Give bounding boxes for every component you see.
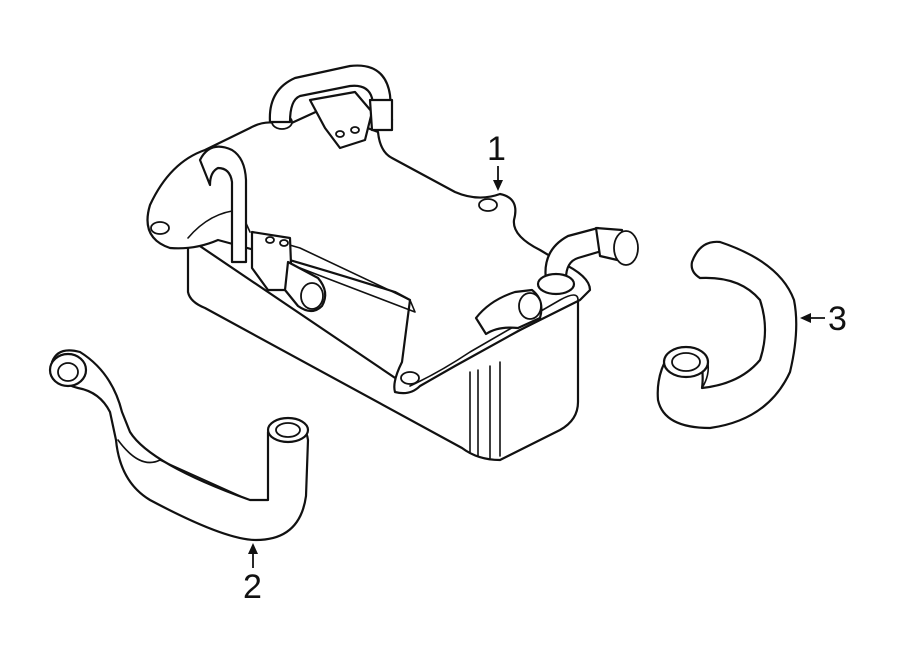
fitting-hole-2 — [279, 239, 289, 247]
callout-3-label: 3 — [828, 300, 847, 338]
mount-hole-left — [150, 221, 170, 235]
callout-1-arrowhead — [493, 180, 503, 191]
lower-hose-crease — [117, 439, 241, 497]
left-port-opening — [300, 282, 324, 310]
cooler-rear-bracket — [308, 90, 374, 150]
rear-bracket-hole-2 — [350, 126, 360, 134]
cooler-rear-tube-end — [368, 98, 394, 132]
lower-hose[interactable] — [48, 349, 310, 542]
right-lower-port-opening — [518, 292, 542, 320]
callout-1-label: 1 — [487, 130, 506, 168]
lower-hose-opening-left — [57, 362, 79, 382]
callout-1: 1 — [487, 130, 506, 191]
right-port-flange — [536, 272, 576, 296]
right-upper-port-opening — [613, 230, 639, 266]
upper-hose-body — [656, 240, 798, 430]
callout-2-label: 2 — [243, 568, 262, 606]
mount-hole-top — [478, 198, 498, 212]
callout-3: 3 — [800, 300, 847, 338]
lower-hose-body — [50, 349, 310, 542]
mount-hole-bottom — [400, 371, 420, 385]
callout-2: 2 — [243, 543, 262, 606]
lower-hose-opening-right — [275, 422, 301, 438]
fitting-hole-1 — [265, 236, 275, 244]
upper-hose-opening — [671, 352, 701, 372]
rear-bracket-hole-1 — [335, 130, 345, 138]
cooler-left-tube — [198, 145, 248, 264]
callout-2-arrowhead — [248, 543, 258, 554]
cooler-body-side — [186, 236, 580, 462]
cooler-fins — [469, 361, 501, 459]
upper-hose[interactable] — [656, 240, 798, 430]
oil-cooler[interactable] — [146, 64, 639, 462]
callout-3-arrowhead — [800, 313, 811, 323]
